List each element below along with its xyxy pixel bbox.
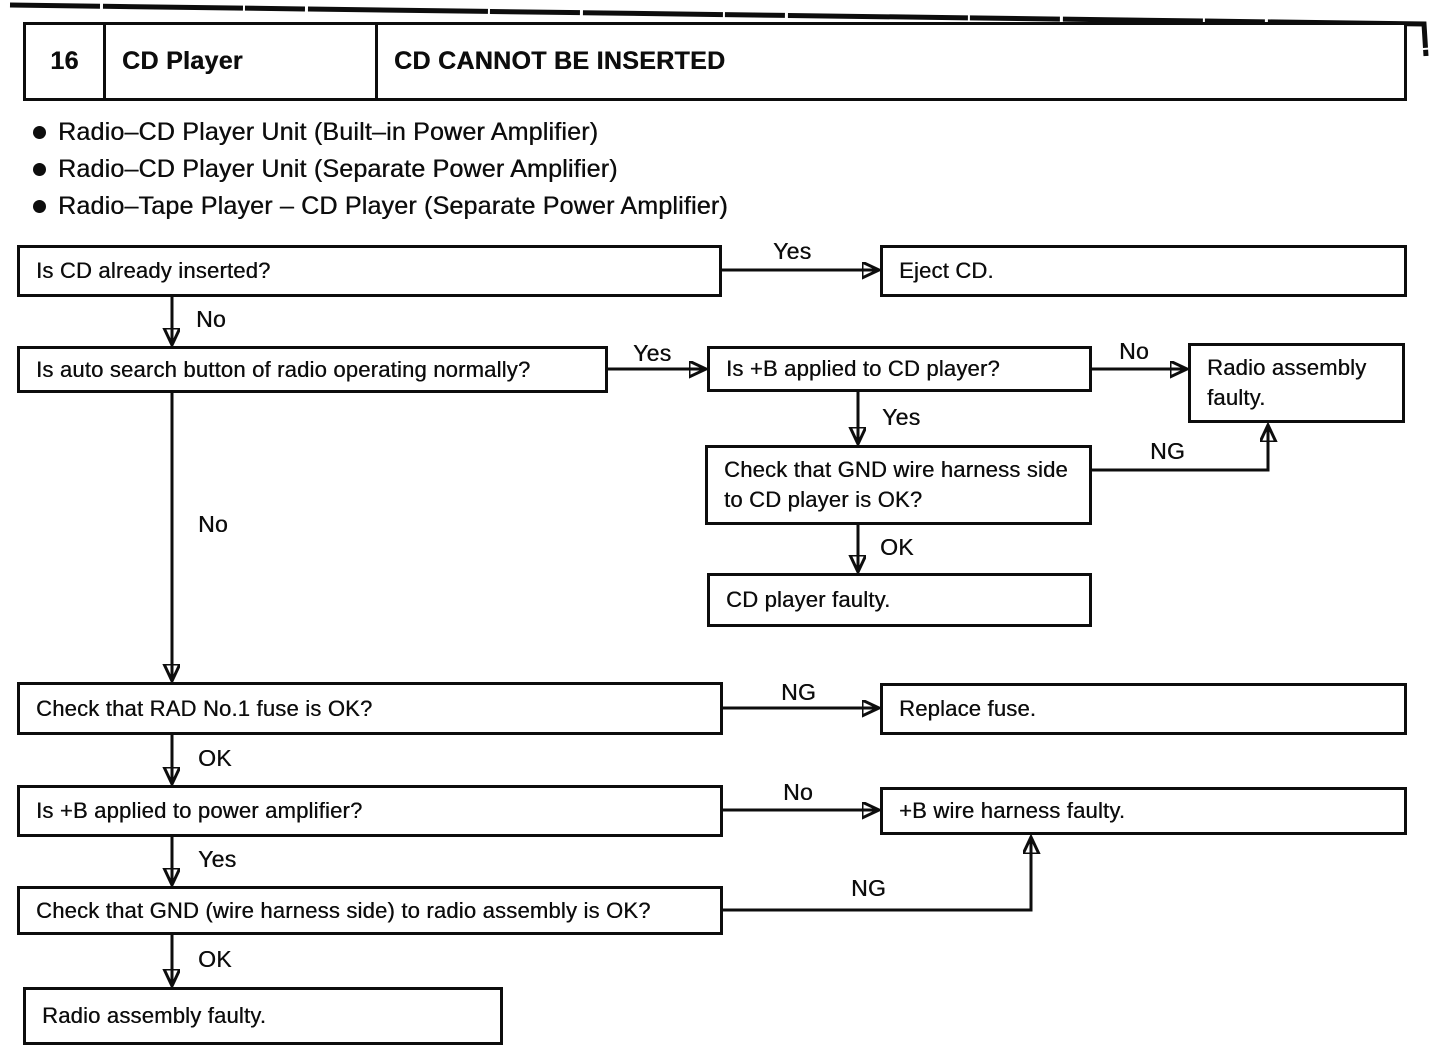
flow-box-b-applied-cd-player: Is +B applied to CD player? xyxy=(707,346,1092,392)
edge-label-ng: NG xyxy=(781,679,817,705)
header-table: 16 CD Player CD CANNOT BE INSERTED xyxy=(23,22,1407,101)
connector-gnd-cd-ng xyxy=(1092,427,1268,472)
flow-box-cd-inserted: Is CD already inserted? xyxy=(17,245,722,297)
list-item: Radio–CD Player Unit (Separate Power Amp… xyxy=(0,151,728,188)
applicable-units-list: Radio–CD Player Unit (Built–in Power Amp… xyxy=(0,114,728,225)
edge-label-ok: OK xyxy=(198,745,232,771)
unit-label: Radio–CD Player Unit (Built–in Power Amp… xyxy=(58,118,599,146)
header-problem-title: CD CANNOT BE INSERTED xyxy=(394,47,726,75)
list-item: Radio–CD Player Unit (Built–in Power Amp… xyxy=(0,114,728,151)
flow-box-auto-search: Is auto search button of radio operating… xyxy=(17,346,608,393)
list-item: Radio–Tape Player – CD Player (Separate … xyxy=(0,188,728,225)
unit-label: Radio–Tape Player – CD Player (Separate … xyxy=(58,192,728,220)
edge-label-no: No xyxy=(198,511,229,537)
edge-label-no: No xyxy=(196,306,227,332)
edge-label-ok: OK xyxy=(198,946,232,972)
unit-label: Radio–CD Player Unit (Separate Power Amp… xyxy=(58,155,618,183)
bullet-icon xyxy=(33,126,46,139)
flow-box-radio-assembly-faulty-bottom: Radio assembly faulty. xyxy=(23,987,503,1045)
header-section-number: 16 xyxy=(26,25,106,98)
header-system-name: CD Player xyxy=(106,25,378,98)
edge-label-no: No xyxy=(1119,338,1150,364)
flow-box-eject-cd: Eject CD. xyxy=(880,245,1407,297)
page-edge-artifact xyxy=(9,2,1429,57)
flow-box-gnd-to-cd-player: Check that GND wire harness side to CD p… xyxy=(705,445,1092,525)
edge-label-ng: NG xyxy=(851,875,887,901)
flow-box-gnd-to-radio-assembly: Check that GND (wire harness side) to ra… xyxy=(17,886,723,935)
edge-label-ng: NG xyxy=(1150,438,1186,464)
flow-box-b-applied-power-amp: Is +B applied to power amplifier? xyxy=(17,785,723,837)
flow-box-radio-assembly-faulty-top: Radio assembly faulty. xyxy=(1188,343,1405,423)
bullet-icon xyxy=(33,163,46,176)
connector-gnd-radio-ng xyxy=(723,839,1031,912)
flow-box-replace-fuse: Replace fuse. xyxy=(880,683,1407,735)
bullet-icon xyxy=(33,200,46,213)
flow-box-rad-no1-fuse: Check that RAD No.1 fuse is OK? xyxy=(17,682,723,735)
edge-label-ok: OK xyxy=(880,534,914,560)
flow-box-cd-player-faulty: CD player faulty. xyxy=(707,573,1092,627)
flow-box-b-wire-harness-faulty: +B wire harness faulty. xyxy=(880,787,1407,835)
edge-label-yes: Yes xyxy=(633,340,672,366)
edge-label-yes: Yes xyxy=(773,238,812,264)
edge-label-no: No xyxy=(783,779,814,805)
edge-label-yes: Yes xyxy=(882,404,921,430)
edge-label-yes: Yes xyxy=(198,846,237,872)
